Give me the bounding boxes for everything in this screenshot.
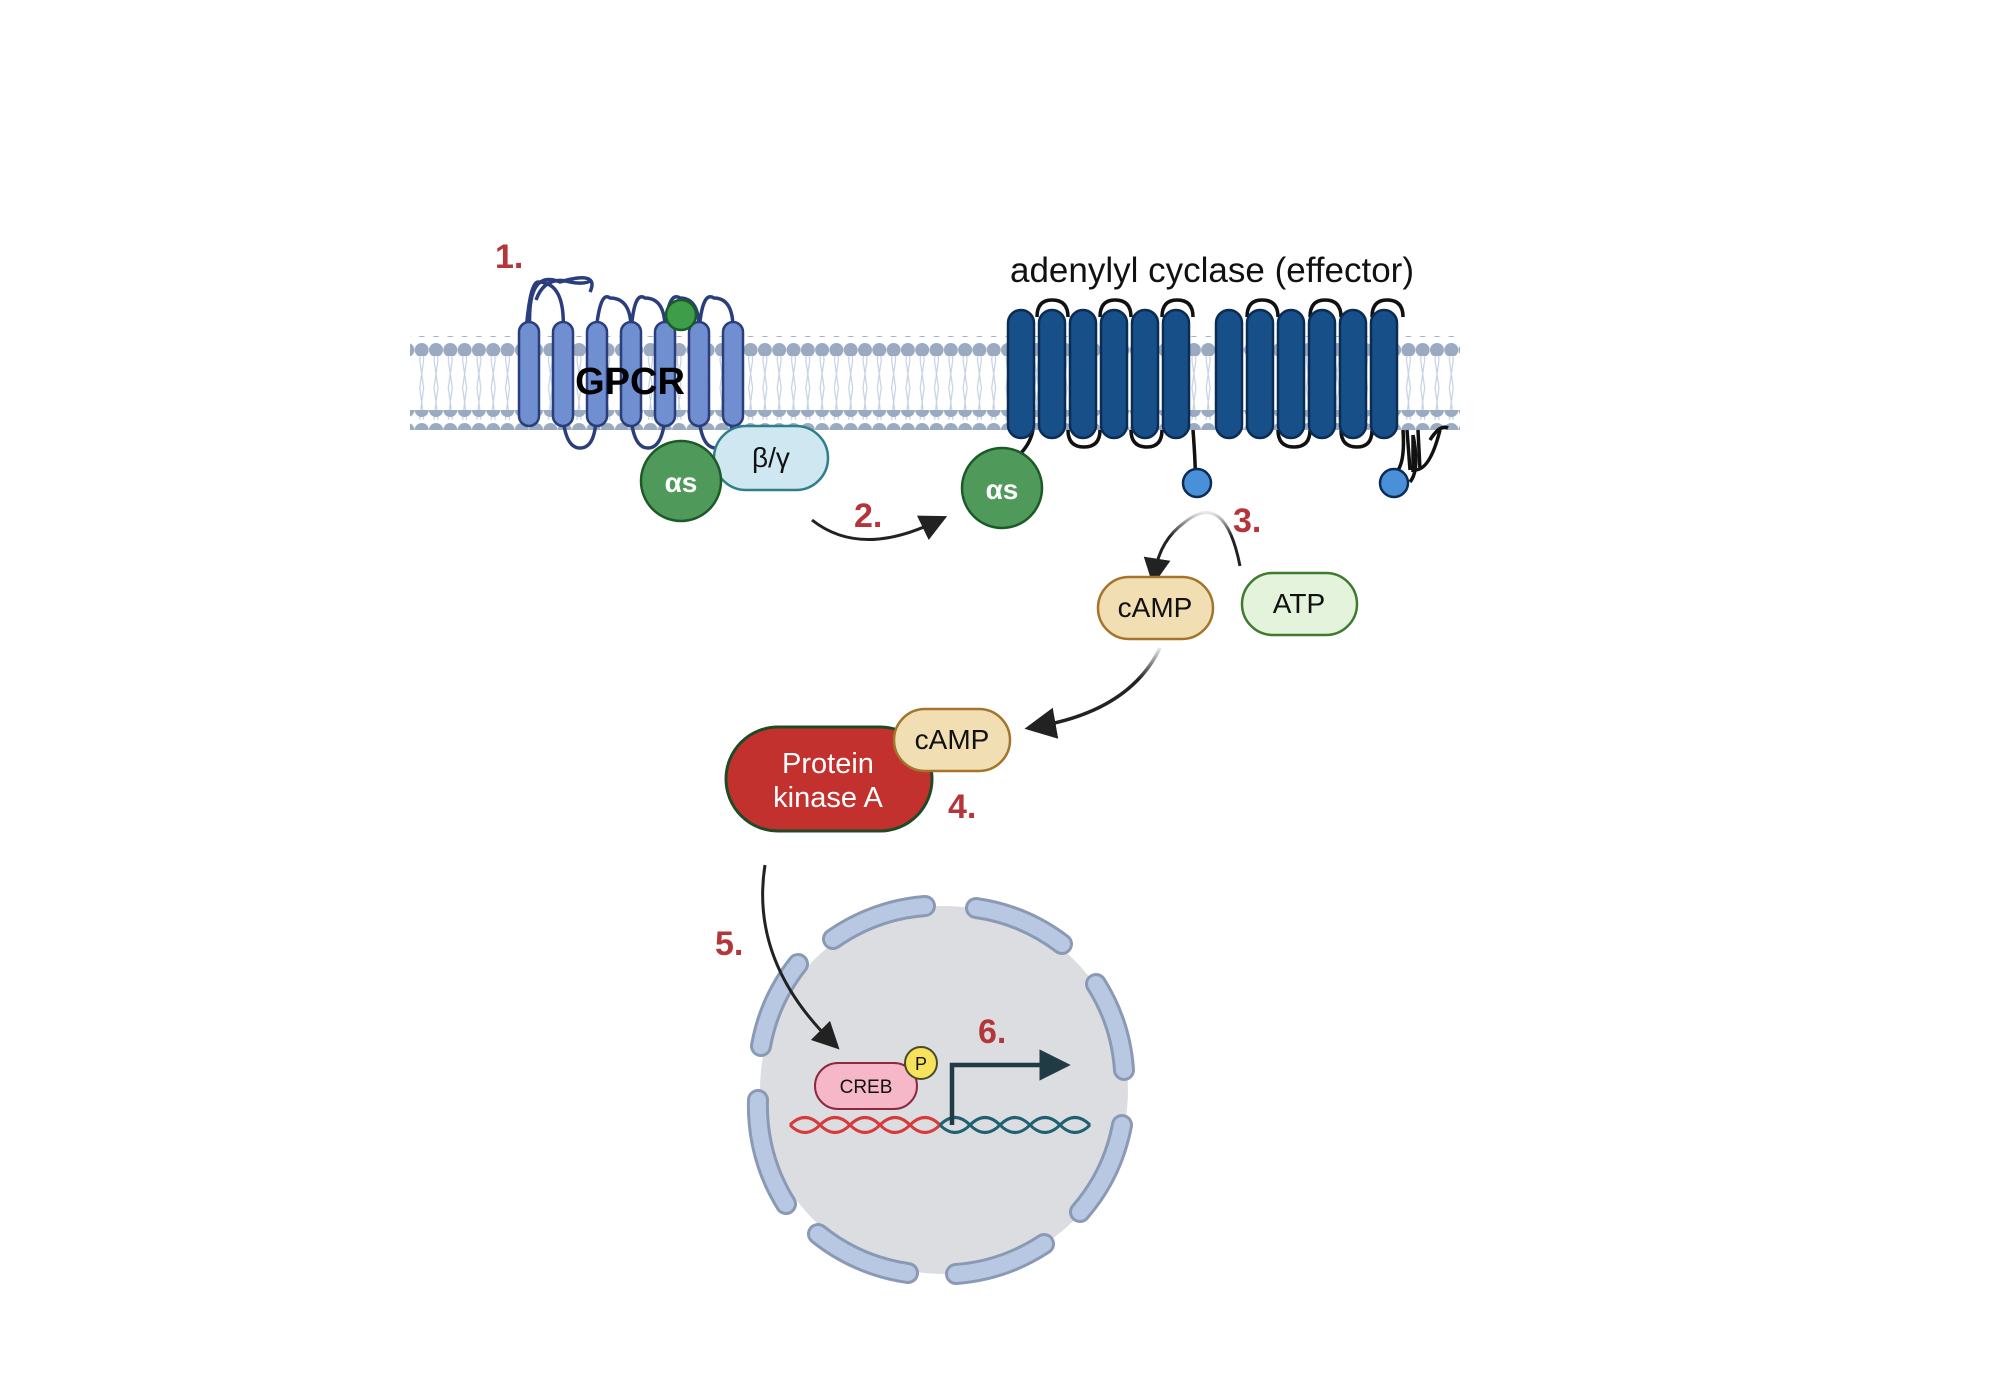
g-protein-complex: β/γ αs — [639, 424, 830, 523]
ac-catalytic-domain-2 — [1378, 467, 1410, 499]
pka-label-line2: kinase A — [773, 782, 883, 814]
atp-label: ATP — [1273, 588, 1325, 619]
ac-catalytic-domain-1 — [1181, 467, 1213, 499]
dna-gene-region — [938, 1116, 1092, 1134]
atp-molecule — [1240, 571, 1359, 637]
camp-molecule — [1096, 575, 1215, 641]
step-1-label: 1. — [495, 238, 523, 276]
ac-helices — [1006, 308, 1399, 440]
nuclear-envelope-inner — [749, 898, 1132, 1282]
phosphate-label: P — [915, 1054, 927, 1074]
transcription-arrow — [949, 1049, 1071, 1125]
gpcr-helices — [517, 320, 745, 428]
camp-bound-to-pka — [892, 707, 1012, 773]
camp-label: cAMP — [1118, 592, 1193, 623]
step-2-arrow — [811, 515, 948, 541]
dna-promoter-region — [788, 1116, 942, 1134]
ac-c-terminus — [1428, 425, 1449, 441]
alpha-s-label-bound: αs — [665, 467, 698, 498]
creb-label: CREB — [840, 1077, 893, 1098]
ligand-dot — [664, 298, 698, 332]
creb-protein — [814, 1062, 918, 1110]
gpcr-n-terminus — [534, 278, 594, 301]
step-2-label: 2. — [854, 497, 882, 535]
alpha-s-subunit-free — [960, 446, 1044, 530]
step-4-label: 4. — [948, 788, 976, 826]
adenylyl-cyclase — [1006, 298, 1449, 499]
camp-bound-label: cAMP — [915, 724, 990, 755]
gpcr-label: GPCR — [575, 361, 685, 403]
step-3-label: 3. — [1233, 502, 1261, 540]
ac-loops — [1016, 298, 1442, 481]
step-6-label: 6. — [978, 1013, 1006, 1051]
step-5-arrow — [761, 864, 840, 1050]
step-3-arrow — [1143, 511, 1242, 586]
step-5-label: 5. — [715, 925, 743, 963]
phosphate-group — [904, 1046, 938, 1080]
nucleus-interior — [760, 906, 1128, 1274]
nucleus — [746, 895, 1135, 1285]
protein-kinase-a — [724, 725, 934, 833]
ac-c-tail — [1408, 434, 1418, 484]
alpha-s-subunit-bound — [639, 439, 723, 523]
camp-to-pka-arrow — [1024, 647, 1162, 739]
pka-label-line1: Protein — [782, 748, 874, 780]
gpcr-receptor: GPCR — [517, 276, 745, 450]
alpha-s-label-free: αs — [986, 474, 1019, 505]
effector-label: adenylyl cyclase (effector) — [1010, 251, 1414, 290]
dna-double-helix — [788, 1116, 1092, 1134]
beta-gamma-label: β/γ — [752, 442, 790, 473]
